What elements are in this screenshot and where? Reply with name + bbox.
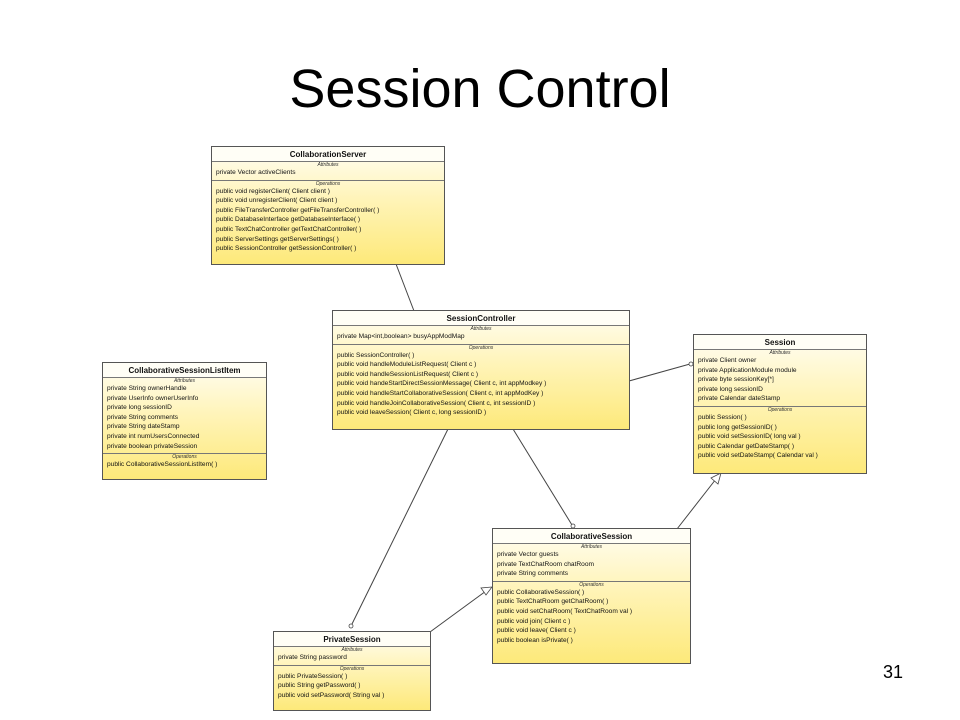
association-controller-session (628, 363, 691, 382)
operation-row: public SessionController getSessionContr… (216, 245, 357, 253)
operation-row: public TextChatRoom getChatRoom( ) (497, 598, 609, 606)
class-name: CollaborativeSessionListItem (103, 363, 266, 378)
generalization-collabsession-session (676, 478, 717, 530)
attribute-row: private String dateStamp (107, 423, 180, 431)
generalization-arrow-collabsession (480, 586, 493, 596)
attribute-row: private String password (278, 654, 347, 661)
operation-row: public void handleModuleListRequest( Cli… (337, 361, 477, 369)
operation-row: public DatabaseInterface getDatabaseInte… (216, 216, 361, 224)
operations-label: Operations (767, 406, 793, 413)
operation-row: public void registerClient( Client clien… (216, 187, 330, 195)
operation-row: public void handleSessionListRequest( Cl… (337, 370, 479, 378)
association-controller-collabsession (512, 428, 573, 526)
attribute-row: private Calendar dateStamp (698, 395, 781, 403)
operation-row: public FileTransferController getFileTra… (216, 206, 380, 214)
class-name: PrivateSession (274, 632, 430, 647)
attribute-row: private ApplicationModule module (698, 366, 797, 374)
attribute-row: private Map<int,boolean> busyAppModMap (337, 333, 465, 340)
attribute-row: private byte sessionKey[*] (698, 376, 774, 384)
operation-row: public void handleStartCollaborativeSess… (337, 389, 544, 397)
operation-row: public void setChatRoom( TextChatRoom va… (497, 607, 633, 615)
operations-section: Operations public Session( ) public long g… (694, 407, 866, 463)
operation-row: public CollaborativeSession( ) (497, 588, 585, 596)
operation-row: public PrivateSession( ) (278, 672, 348, 680)
association-server-controller (395, 263, 415, 312)
operations-label: Operations (172, 454, 197, 461)
operation-row: public void setPassword( String val ) (278, 691, 385, 699)
class-name: Session (694, 335, 866, 350)
operation-row: public TextChatController getTextChatCon… (216, 225, 362, 233)
generalization-privatesession-collabsession (429, 590, 487, 633)
operation-row: public void unregisterClient( Client cli… (216, 197, 338, 205)
attribute-row: private String comments (497, 570, 569, 578)
operation-row: public boolean isPrivate( ) (497, 636, 573, 644)
attribute-row: private UserInfo ownerUserInfo (107, 394, 199, 402)
operations-label: Operations (339, 665, 365, 672)
class-name: CollaborationServer (212, 147, 444, 162)
operation-row: public ServerSettings getServerSettings(… (216, 235, 339, 243)
operation-row: public String getPassword( ) (278, 682, 361, 690)
attribute-row: private int numUsersConnected (107, 432, 200, 440)
attribute-row: private Vector guests (497, 551, 559, 558)
attribute-row: private String ownerHandle (107, 385, 187, 392)
association-end-privatesession (348, 623, 354, 629)
operation-row: public Calendar getDateStamp( ) (698, 442, 795, 450)
generalization-arrow-session (710, 472, 722, 485)
operation-row: public void join( Client c ) (497, 617, 571, 625)
operation-row: public void handeStartDirectSessionMessa… (337, 380, 547, 388)
operation-row: public void setSessionID( long val ) (698, 433, 801, 441)
attributes-label: Attributes (769, 350, 791, 356)
operation-row: public void setDateStamp( Calendar val ) (698, 452, 818, 460)
operations-section: Operations public SessionController( ) pub… (333, 345, 629, 420)
operations-label: Operations (315, 180, 341, 187)
attribute-row: private String comments (107, 413, 179, 421)
attributes-label: Attributes (173, 378, 196, 384)
class-name: SessionController (333, 311, 629, 326)
operations-label: Operations (579, 581, 604, 588)
attributes-section: Attributes private Vector activeClients (212, 162, 444, 181)
association-controller-privatesession (351, 428, 449, 625)
class-name: CollaborativeSession (493, 529, 690, 544)
operation-row: public Session( ) (698, 413, 747, 421)
attributes-label: Attributes (470, 326, 492, 332)
attribute-row: private boolean privateSession (107, 442, 198, 450)
operation-row: public void handleJoinCollaborativeSessi… (337, 399, 536, 407)
attribute-row: private TextChatRoom chatRoom (497, 560, 594, 568)
operation-row: public CollaborativeSessionListItem( ) (107, 461, 218, 469)
attribute-row: private long sessionID (107, 404, 172, 412)
attributes-section: Attributes private Vector guests private T… (493, 544, 690, 582)
operation-row: public void leave( Client c ) (497, 627, 576, 635)
operation-row: public SessionController( ) (337, 351, 415, 359)
attributes-label: Attributes (580, 544, 603, 550)
slide-title: Session Control (289, 59, 671, 119)
attribute-row: private Client owner (698, 357, 757, 364)
attribute-row: private Vector activeClients (216, 169, 296, 176)
operation-row: public void leaveSession( Client c, long… (337, 409, 487, 417)
attributes-section: Attributes private Client owner private Ap… (694, 350, 866, 407)
page-number: 31 (883, 662, 904, 682)
attribute-row: private long sessionID (698, 385, 763, 393)
attributes-section: Attributes private Map<int,boolean> busyA… (333, 326, 629, 345)
operation-row: public long getSessionID( ) (698, 423, 777, 431)
attributes-label: Attributes (317, 162, 339, 168)
attributes-label: Attributes (341, 647, 363, 653)
operations-label: Operations (468, 344, 494, 351)
